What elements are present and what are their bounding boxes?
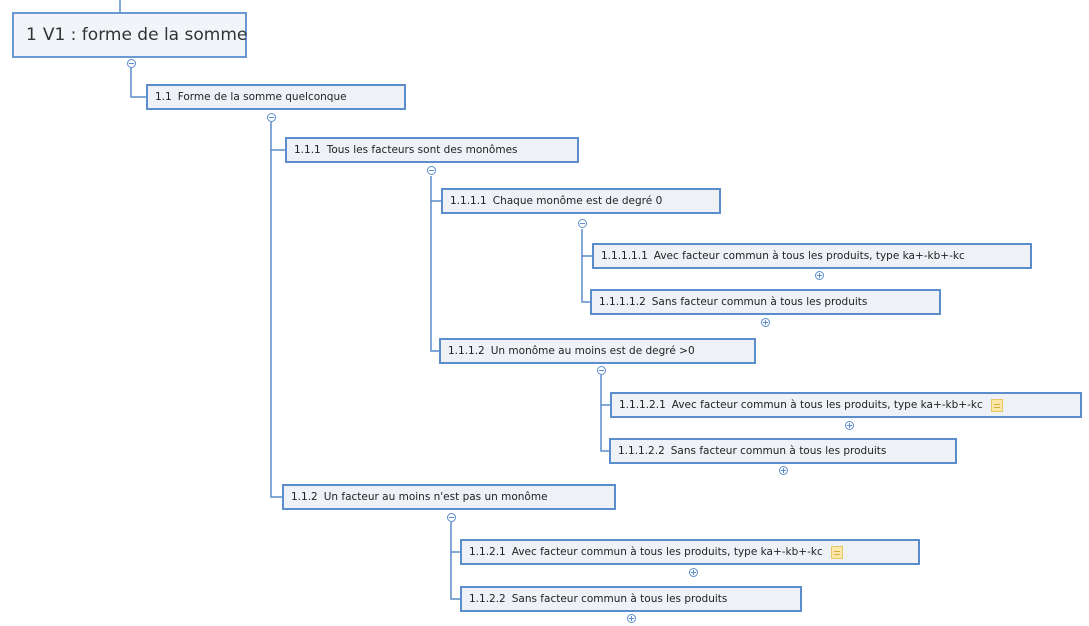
topic-label: V1 : forme de la somme [42, 25, 248, 45]
topic-node-1.1.1.2.2[interactable]: 1.1.1.2.2 Sans facteur commun à tous les… [609, 438, 957, 464]
collapse-toggle-icon[interactable] [427, 166, 436, 175]
topic-node-1.1.2.1[interactable]: 1.1.2.1 Avec facteur commun à tous les p… [460, 539, 920, 565]
topic-number: 1.1.2.2 [469, 593, 506, 605]
topic-label: Forme de la somme quelconque [177, 91, 347, 103]
topic-label: Tous les facteurs sont des monômes [326, 144, 518, 156]
topic-node-1.1.2[interactable]: 1.1.2 Un facteur au moins n'est pas un m… [282, 484, 616, 510]
note-icon[interactable] [990, 398, 1003, 412]
topic-node-1[interactable]: 1 V1 : forme de la somme [12, 12, 247, 58]
topic-number: 1.1.2 [291, 491, 318, 503]
topic-number: 1 [26, 25, 37, 45]
expand-toggle-icon[interactable] [689, 568, 698, 577]
topic-node-1.1.1.2.1[interactable]: 1.1.1.2.1 Avec facteur commun à tous les… [610, 392, 1082, 418]
topic-node-1.1.2.2[interactable]: 1.1.2.2 Sans facteur commun à tous les p… [460, 586, 802, 612]
expand-toggle-icon[interactable] [779, 466, 788, 475]
topic-number: 1.1.1.2.2 [618, 445, 665, 457]
topic-label: Un facteur au moins n'est pas un monôme [323, 491, 548, 503]
topic-label: Sans facteur commun à tous les produits [651, 296, 868, 308]
topic-number: 1.1.1.1.2 [599, 296, 646, 308]
topic-node-1.1[interactable]: 1.1 Forme de la somme quelconque [146, 84, 406, 110]
expand-toggle-icon[interactable] [845, 421, 854, 430]
topic-label: Avec facteur commun à tous les produits,… [671, 399, 983, 411]
topic-number: 1.1.1.2 [448, 345, 485, 357]
collapse-toggle-icon[interactable] [127, 59, 136, 68]
topic-label: Sans facteur commun à tous les produits [511, 593, 728, 605]
topic-number: 1.1.2.1 [469, 546, 506, 558]
topic-node-1.1.1.1.1[interactable]: 1.1.1.1.1 Avec facteur commun à tous les… [592, 243, 1032, 269]
collapse-toggle-icon[interactable] [447, 513, 456, 522]
topic-number: 1.1.1.1.1 [601, 250, 648, 262]
collapse-toggle-icon[interactable] [578, 219, 587, 228]
note-icon[interactable] [830, 545, 843, 559]
topic-node-1.1.1[interactable]: 1.1.1 Tous les facteurs sont des monômes [285, 137, 579, 163]
topic-node-1.1.1.1.2[interactable]: 1.1.1.1.2 Sans facteur commun à tous les… [590, 289, 941, 315]
expand-toggle-icon[interactable] [815, 271, 824, 280]
collapse-toggle-icon[interactable] [267, 113, 276, 122]
expand-toggle-icon[interactable] [761, 318, 770, 327]
topic-number: 1.1.1.1 [450, 195, 487, 207]
expand-toggle-icon[interactable] [627, 614, 636, 623]
topic-label: Un monôme au moins est de degré >0 [490, 345, 695, 357]
topic-number: 1.1.1 [294, 144, 321, 156]
topic-node-1.1.1.1[interactable]: 1.1.1.1 Chaque monôme est de degré 0 [441, 188, 721, 214]
topic-label: Chaque monôme est de degré 0 [492, 195, 663, 207]
topic-number: 1.1.1.2.1 [619, 399, 666, 411]
topic-label: Sans facteur commun à tous les produits [670, 445, 887, 457]
collapse-toggle-icon[interactable] [597, 366, 606, 375]
topic-number: 1.1 [155, 91, 172, 103]
topic-label: Avec facteur commun à tous les produits,… [653, 250, 965, 262]
topic-node-1.1.1.2[interactable]: 1.1.1.2 Un monôme au moins est de degré … [439, 338, 756, 364]
topic-label: Avec facteur commun à tous les produits,… [511, 546, 823, 558]
